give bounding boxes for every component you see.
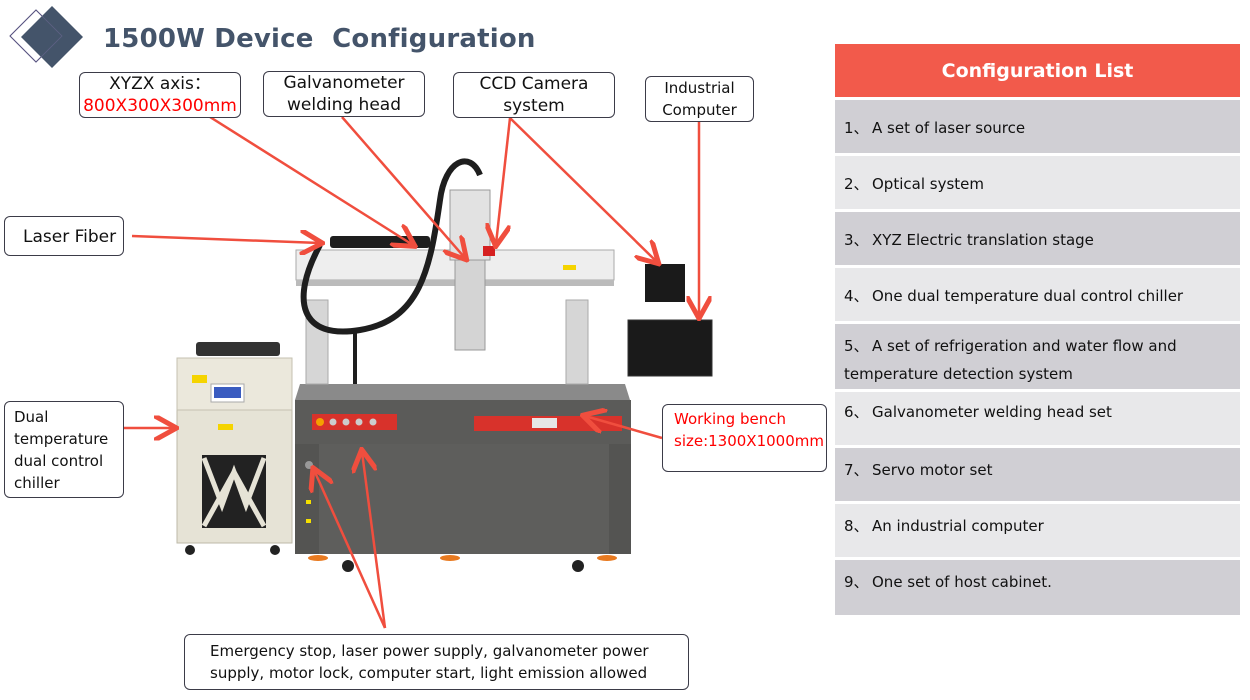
callout-chiller-line4: chiller bbox=[14, 474, 60, 492]
list-item-number: 8、 bbox=[844, 517, 869, 535]
callout-industrial-computer-line2: Computer bbox=[662, 101, 737, 119]
list-item-text: Servo motor set bbox=[872, 461, 993, 479]
list-item: 6、Galvanometer welding head set bbox=[835, 392, 1240, 445]
callout-controls: Emergency stop, laser power supply, galv… bbox=[184, 634, 689, 690]
list-item-number: 9、 bbox=[844, 573, 869, 591]
callout-xyz-axis-label: XYZX axis： bbox=[109, 74, 211, 94]
callout-laser-fiber-label: Laser Fiber bbox=[23, 227, 117, 247]
list-item: 2、Optical system bbox=[835, 156, 1240, 209]
welding-machine-illustration bbox=[124, 115, 713, 629]
callout-xyz-axis: XYZX axis： 800X300X300mm bbox=[79, 72, 241, 118]
list-item-text: XYZ Electric translation stage bbox=[872, 231, 1094, 249]
list-item-text: One set of host cabinet. bbox=[872, 573, 1052, 591]
callout-chiller-line3: dual control bbox=[14, 452, 104, 470]
list-item-text: An industrial computer bbox=[872, 517, 1044, 535]
list-item-number: 4、 bbox=[844, 287, 869, 305]
list-item-text: One dual temperature dual control chille… bbox=[872, 287, 1184, 305]
configuration-list-title: Configuration List bbox=[835, 44, 1240, 97]
list-item-text: A set of refrigeration and water flow an… bbox=[872, 337, 1177, 355]
callout-industrial-computer: Industrial Computer bbox=[645, 76, 754, 122]
callout-controls-line1: Emergency stop, laser power supply, galv… bbox=[210, 642, 649, 660]
callout-xyz-axis-value: 800X300X300mm bbox=[83, 96, 237, 116]
callout-chiller-line2: temperature bbox=[14, 430, 109, 448]
list-item-text-continued: temperature detection system bbox=[844, 365, 1073, 383]
list-item: 8、An industrial computer bbox=[835, 504, 1240, 557]
list-item-number: 1、 bbox=[844, 119, 869, 137]
configuration-list-panel: Configuration List 1、A set of laser sour… bbox=[835, 44, 1240, 618]
list-item-text: Galvanometer welding head set bbox=[872, 403, 1112, 421]
list-item-number: 2、 bbox=[844, 175, 869, 193]
callout-ccd-camera-line1: CCD Camera bbox=[479, 74, 589, 94]
arrow-ccd-1 bbox=[496, 117, 512, 244]
list-item: 1、A set of laser source bbox=[835, 100, 1240, 153]
arrow-controls-2 bbox=[362, 452, 387, 629]
callout-working-bench-line2: size:1300X1000mm bbox=[674, 432, 824, 450]
list-item: 7、Servo motor set bbox=[835, 448, 1240, 501]
callout-industrial-computer-line1: Industrial bbox=[664, 79, 735, 97]
callout-galvo-head-line1: Galvanometer bbox=[283, 73, 405, 93]
list-item: 5、A set of refrigeration and water flow … bbox=[835, 324, 1240, 389]
arrow-laser-fiber bbox=[131, 236, 320, 243]
arrow-galvo-head bbox=[341, 116, 465, 258]
callout-laser-fiber: Laser Fiber bbox=[4, 216, 124, 256]
arrow-controls-1 bbox=[314, 470, 387, 629]
list-item-text: Optical system bbox=[872, 175, 984, 193]
callout-galvo-head: Galvanometer welding head bbox=[263, 71, 425, 117]
callout-chiller: Dual temperature dual control chiller bbox=[4, 401, 124, 498]
arrow-ccd-2 bbox=[509, 117, 657, 262]
callout-working-bench: Working bench size:1300X1000mm bbox=[662, 404, 827, 472]
callout-controls-line2: supply, motor lock, computer start, ligh… bbox=[210, 664, 648, 682]
callout-chiller-line1: Dual bbox=[14, 408, 49, 426]
list-item-number: 3、 bbox=[844, 231, 869, 249]
list-item-number: 6、 bbox=[844, 403, 869, 421]
diamond-logo-icon bbox=[9, 6, 83, 68]
list-item: 4、One dual temperature dual control chil… bbox=[835, 268, 1240, 321]
arrow-xyz-axis bbox=[209, 115, 413, 245]
chiller-unit bbox=[176, 342, 293, 555]
list-item-text: A set of laser source bbox=[872, 119, 1026, 137]
callout-ccd-camera-line2: system bbox=[503, 96, 565, 116]
industrial-computer-monitors bbox=[627, 264, 713, 377]
list-item-number: 5、 bbox=[844, 337, 869, 355]
callout-ccd-camera: CCD Camera system bbox=[453, 72, 615, 118]
list-item: 9、One set of host cabinet. bbox=[835, 560, 1240, 615]
list-item-number: 7、 bbox=[844, 461, 869, 479]
xyz-gantry bbox=[295, 158, 615, 385]
arrow-working-bench bbox=[585, 416, 663, 440]
pointer-arrows bbox=[124, 115, 699, 629]
list-item: 3、XYZ Electric translation stage bbox=[835, 212, 1240, 265]
callout-galvo-head-line2: welding head bbox=[286, 95, 401, 115]
page-title: 1500W Device Configuration bbox=[103, 24, 536, 54]
callout-working-bench-line1: Working bench bbox=[674, 410, 786, 428]
host-cabinet bbox=[295, 384, 631, 572]
